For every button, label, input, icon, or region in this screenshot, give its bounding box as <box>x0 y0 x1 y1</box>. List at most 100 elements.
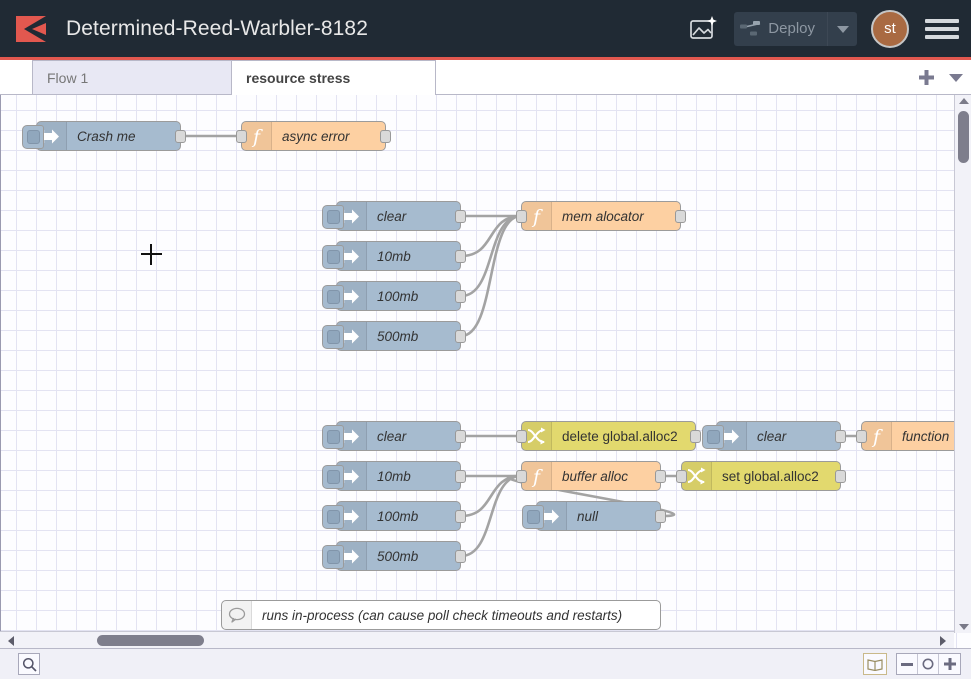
node-output-port[interactable] <box>655 510 666 523</box>
svg-text:f: f <box>251 126 263 147</box>
inject-trigger-button[interactable] <box>22 125 44 149</box>
zoom-controls <box>863 653 971 675</box>
node-inject-100mb[interactable]: 100mb <box>336 501 461 531</box>
inject-trigger-button[interactable] <box>522 505 544 529</box>
avatar[interactable]: st <box>871 10 909 48</box>
inject-trigger-button[interactable] <box>322 245 344 269</box>
node-output-port[interactable] <box>455 430 466 443</box>
node-inject-crash-me[interactable]: Crash me <box>36 121 181 151</box>
comment-node[interactable]: runs in-process (can cause poll check ti… <box>221 600 661 630</box>
node-inject-100mb[interactable]: 100mb <box>336 281 461 311</box>
inject-trigger-button[interactable] <box>322 425 344 449</box>
inject-trigger-button[interactable] <box>322 545 344 569</box>
chevron-down-icon[interactable] <box>827 12 857 46</box>
svg-text:f: f <box>531 206 543 227</box>
zoom-reset-button[interactable] <box>918 654 939 674</box>
node-function-async-error[interactable]: f async error <box>241 121 386 151</box>
node-function-buffer-alloc[interactable]: fbuffer alloc <box>521 461 661 491</box>
node-output-port[interactable] <box>175 130 186 143</box>
node-input-port[interactable] <box>516 470 527 483</box>
node-inject-500mb[interactable]: 500mb <box>336 541 461 571</box>
node-inject-500mb[interactable]: 500mb <box>336 321 461 351</box>
vertical-scrollbar-thumb[interactable] <box>958 111 969 163</box>
horizontal-scrollbar-thumb[interactable] <box>97 635 204 646</box>
search-icon[interactable] <box>18 653 40 675</box>
deploy-label: Deploy <box>768 20 827 37</box>
inject-trigger-button[interactable] <box>322 205 344 229</box>
ai-image-icon[interactable] <box>678 7 728 51</box>
zoom-button-group <box>896 653 961 675</box>
node-label: null <box>567 509 608 524</box>
node-input-port[interactable] <box>236 130 247 143</box>
inject-trigger-button[interactable] <box>322 505 344 529</box>
comment-text: runs in-process (can cause poll check ti… <box>252 608 632 623</box>
link-layer <box>1 95 955 648</box>
node-inject-10mb[interactable]: 10mb <box>336 461 461 491</box>
node-inject-10mb[interactable]: 10mb <box>336 241 461 271</box>
node-output-port[interactable] <box>675 210 686 223</box>
flow-canvas[interactable]: Crash me f async error clear 10mb 100mb 500mb f… <box>0 95 971 648</box>
node-output-port[interactable] <box>455 250 466 263</box>
node-red-logo-icon <box>14 12 52 46</box>
node-input-port[interactable] <box>516 210 527 223</box>
zoom-in-button[interactable] <box>939 654 960 674</box>
node-inject-clear[interactable]: clear <box>336 421 461 451</box>
node-output-port[interactable] <box>455 290 466 303</box>
node-output-port[interactable] <box>455 510 466 523</box>
node-label: Crash me <box>67 129 146 144</box>
node-output-port[interactable] <box>455 330 466 343</box>
tab-resource-stress[interactable]: resource stress <box>231 60 436 95</box>
tab-label: resource stress <box>246 70 350 86</box>
plus-icon[interactable] <box>918 69 935 86</box>
triangle-up-icon[interactable] <box>959 98 969 104</box>
node-input-port[interactable] <box>516 430 527 443</box>
app-header: Determined-Reed-Warbler-8182 <box>0 0 971 60</box>
inject-trigger-button[interactable] <box>702 425 724 449</box>
triangle-left-icon[interactable] <box>8 636 14 646</box>
node-output-port[interactable] <box>690 430 701 443</box>
node-output-port[interactable] <box>655 470 666 483</box>
node-output-port[interactable] <box>380 130 391 143</box>
tab-bar-actions <box>918 60 971 94</box>
node-label: 500mb <box>367 549 428 564</box>
triangle-down-icon[interactable] <box>959 624 969 630</box>
node-inject-clear[interactable]: clear <box>716 421 841 451</box>
deploy-button[interactable]: Deploy <box>734 12 857 46</box>
node-inject-clear[interactable]: clear <box>336 201 461 231</box>
node-label: 100mb <box>367 289 428 304</box>
inject-trigger-button[interactable] <box>322 325 344 349</box>
node-label: delete global.alloc2 <box>552 429 688 444</box>
node-label: 10mb <box>367 249 421 264</box>
node-function-mem-alocator[interactable]: fmem alocator <box>521 201 681 231</box>
vertical-scrollbar[interactable] <box>954 95 971 633</box>
navigator-map-icon[interactable] <box>863 653 887 675</box>
node-output-port[interactable] <box>835 430 846 443</box>
zoom-out-button[interactable] <box>897 654 918 674</box>
node-input-port[interactable] <box>856 430 867 443</box>
node-change-set-global-alloc2[interactable]: set global.alloc2 <box>681 461 841 491</box>
node-input-port[interactable] <box>676 470 687 483</box>
inject-trigger-button[interactable] <box>322 465 344 489</box>
node-output-port[interactable] <box>455 550 466 563</box>
inject-trigger-button[interactable] <box>322 285 344 309</box>
node-change-delete-global-alloc2[interactable]: delete global.alloc2 <box>521 421 696 451</box>
svg-text:f: f <box>531 466 543 487</box>
node-label: async error <box>272 129 360 144</box>
node-output-port[interactable] <box>835 470 846 483</box>
node-output-port[interactable] <box>455 210 466 223</box>
triangle-right-icon[interactable] <box>940 636 946 646</box>
chevron-down-icon[interactable] <box>949 73 963 82</box>
node-inject-null[interactable]: null <box>536 501 661 531</box>
deploy-node-icon <box>734 20 768 38</box>
node-label: clear <box>747 429 796 444</box>
page-title: Determined-Reed-Warbler-8182 <box>66 17 368 41</box>
node-label: 100mb <box>367 509 428 524</box>
node-label: clear <box>367 429 416 444</box>
tab-flow-1[interactable]: Flow 1 <box>32 60 232 94</box>
horizontal-scrollbar[interactable] <box>0 631 954 648</box>
node-label: 500mb <box>367 329 428 344</box>
node-label: 10mb <box>367 469 421 484</box>
hamburger-menu-icon[interactable] <box>925 12 959 46</box>
node-output-port[interactable] <box>455 470 466 483</box>
svg-text:f: f <box>871 426 883 447</box>
